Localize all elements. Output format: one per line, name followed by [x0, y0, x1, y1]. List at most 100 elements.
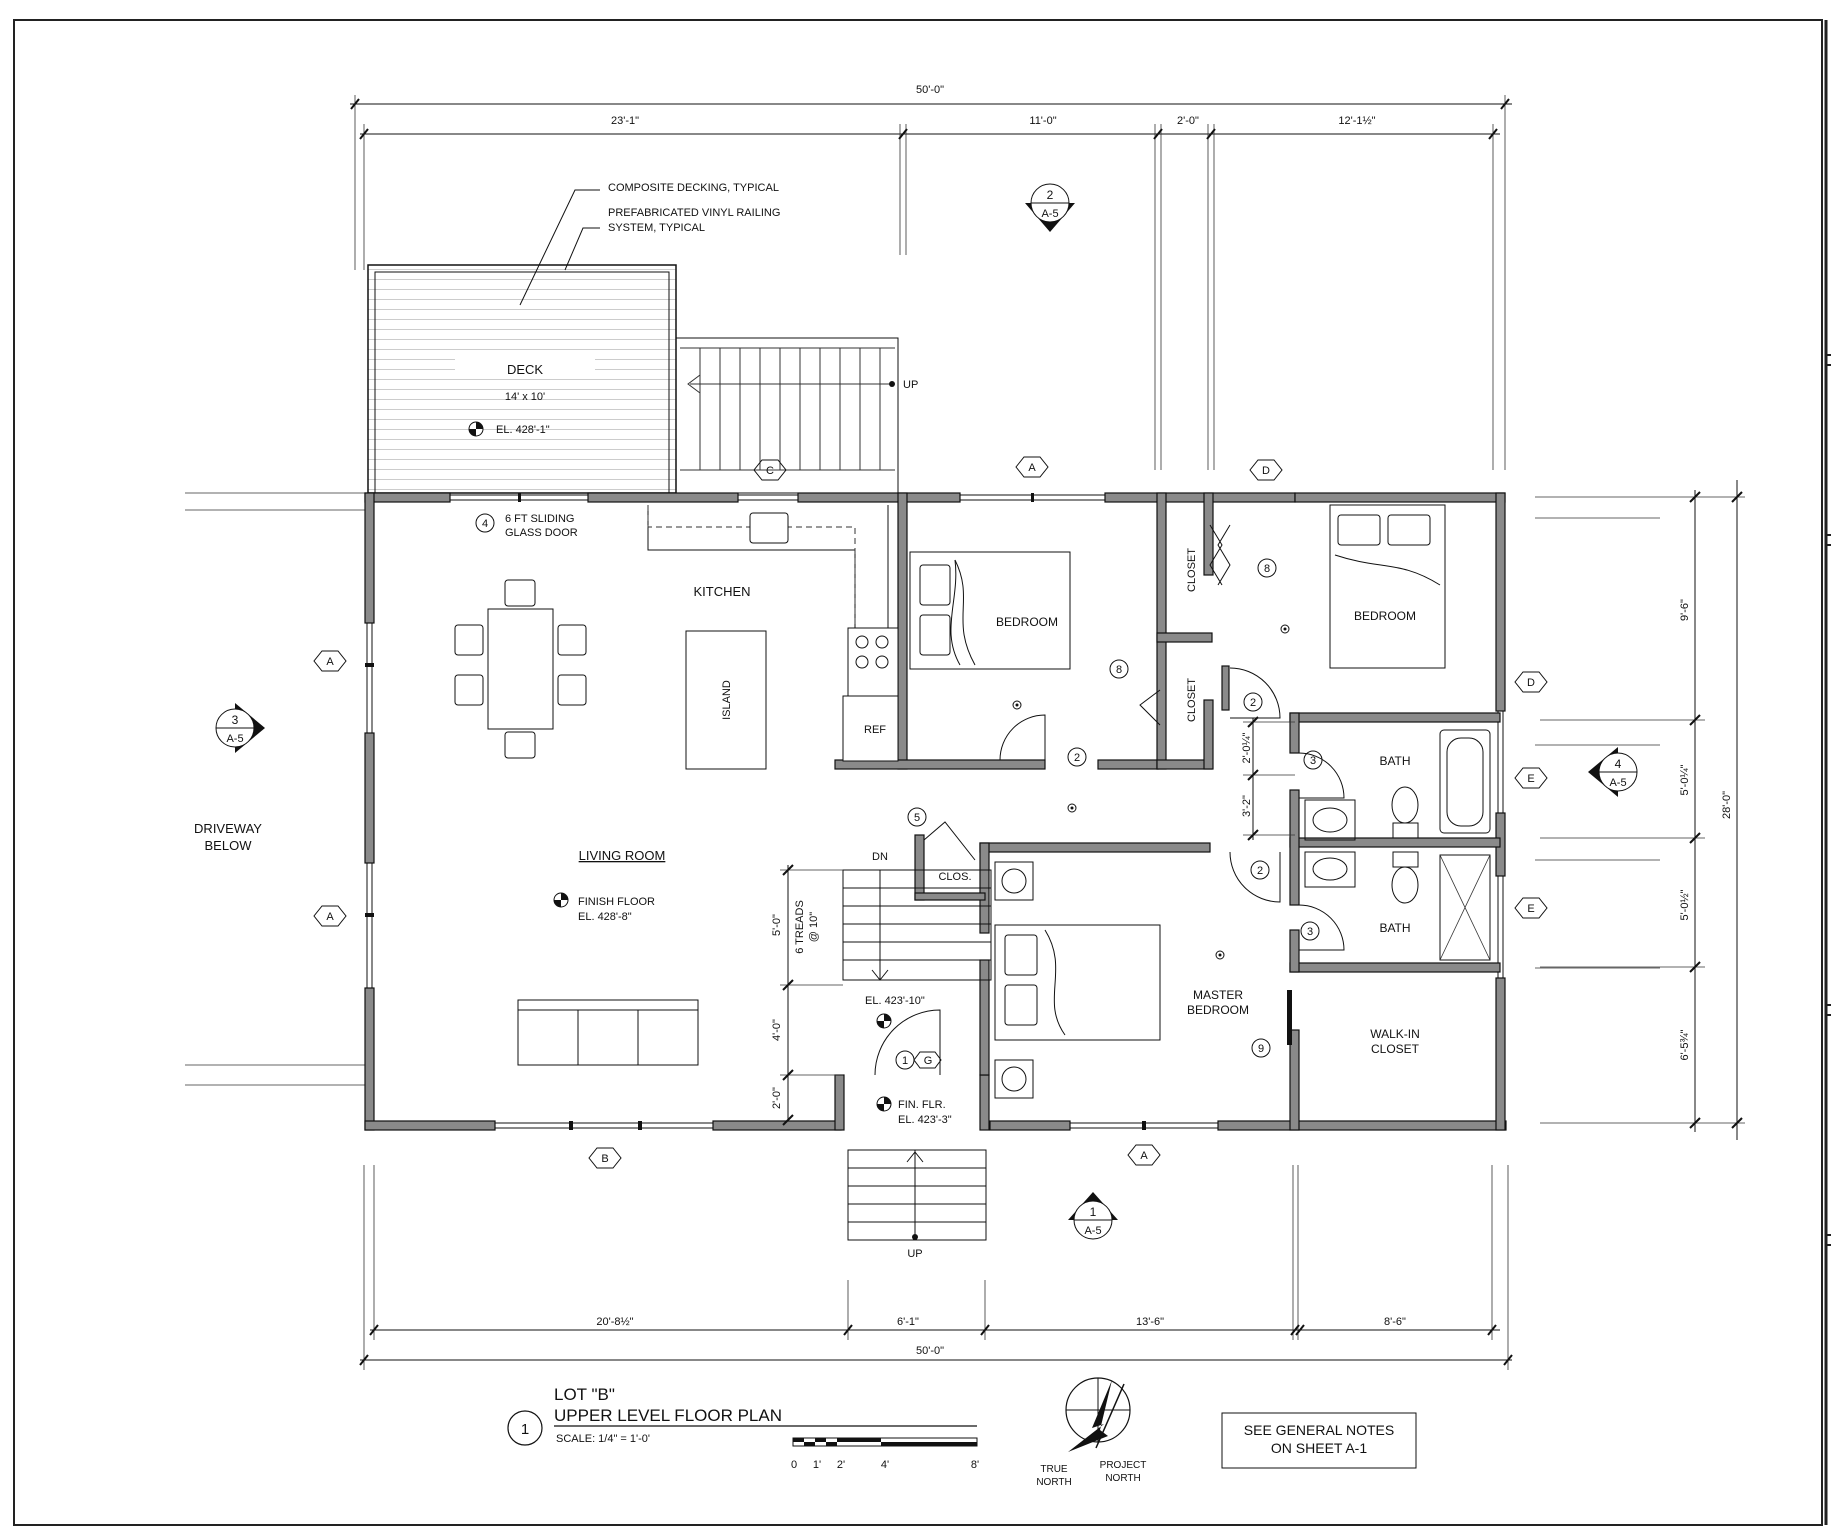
interior-markers — [1067, 803, 1077, 813]
landing-elevation-marker — [876, 1013, 892, 1029]
deck-up-label: UP — [903, 379, 918, 391]
bedroom-2-label: BEDROOM — [1354, 609, 1416, 623]
stair-dimensions: 5'-0" 4'-0" 2'-0" 6 TREADS @ 10" — [771, 864, 843, 1126]
section-1-sheet: A-5 — [1084, 1225, 1101, 1237]
section-2-num: 2 — [1047, 188, 1054, 202]
deck — [367, 264, 899, 494]
note-railing-2: SYSTEM, TYPICAL — [608, 222, 705, 234]
dim-right-1: 9'-6" — [1679, 599, 1691, 621]
deck-leaders — [519, 189, 600, 306]
dining-table — [454, 579, 587, 759]
treads-1: 6 TREADS — [794, 900, 806, 954]
dim-overall-top: 50'-0" — [916, 84, 944, 96]
door-tag-8a: 8 — [1264, 563, 1270, 575]
entry-stair — [847, 1149, 987, 1241]
windows — [366, 494, 1504, 1129]
deck-elevation: EL. 428'-1" — [496, 424, 550, 436]
finish-floor-marker — [553, 892, 569, 908]
dim-bottom-3: 13'-6" — [1136, 1316, 1164, 1328]
note-decking: COMPOSITE DECKING, TYPICAL — [608, 182, 779, 194]
window-tag-a-bottom: A — [1140, 1150, 1148, 1162]
window-tag-b: B — [601, 1153, 608, 1165]
note-railing-1: PREFABRICATED VINYL RAILING — [608, 207, 780, 219]
window-mullions — [365, 493, 1146, 1130]
entry-fin-flr: FIN. FLR. — [898, 1099, 946, 1111]
dim-overall-bottom: 50'-0" — [916, 1345, 944, 1357]
window-tag-c: C — [766, 465, 774, 477]
true-north-2: NORTH — [1036, 1477, 1071, 1488]
sheet-border — [13, 19, 1823, 1526]
window-tags: C A D A A B A D E E — [313, 456, 1548, 1169]
title-strip — [1824, 20, 1831, 1525]
sliding-door-2: GLASS DOOR — [505, 527, 578, 539]
project-north-1: PROJECT — [1100, 1460, 1147, 1471]
closet-b-label: CLOSET — [1186, 678, 1198, 722]
bedroom-1-label: BEDROOM — [996, 615, 1058, 629]
right-dimensions: 9'-6" 5'-0¼" 5'-0½" 6'-5¾" 28'-0" — [1535, 480, 1745, 1140]
deck-elevation-marker — [468, 421, 484, 437]
title-line-1: LOT "B" — [554, 1385, 615, 1404]
living-room-label: LIVING ROOM — [579, 848, 666, 863]
bed-2 — [1329, 504, 1446, 669]
entry-elevation: EL. 423'-3" — [898, 1114, 952, 1126]
scale-ticks: 0 1' 2' 4' 8' — [791, 1459, 979, 1471]
bath-2-label: BATH — [1379, 921, 1410, 935]
dim-bottom-2: 6'-1" — [897, 1316, 919, 1328]
section-4-sheet: A-5 — [1609, 777, 1626, 789]
finish-floor-label: FINISH FLOOR — [578, 896, 655, 908]
driveway-label-2: BELOW — [205, 838, 253, 853]
bath-1-label: BATH — [1379, 754, 1410, 768]
scale-tick-2: 2' — [837, 1459, 845, 1471]
window-tag-d-right: D — [1527, 677, 1535, 689]
island-label: ISLAND — [721, 680, 733, 720]
dim-top-1: 23'-1" — [611, 115, 639, 127]
dim-stair-2: 4'-0" — [771, 1019, 783, 1041]
scale-tick-0: 0 — [791, 1459, 797, 1471]
dim-right-4: 6'-5¾" — [1679, 1029, 1691, 1060]
master-bed — [994, 861, 1161, 1099]
master-label-2: BEDROOM — [1187, 1003, 1249, 1017]
closet-doors — [1139, 524, 1231, 726]
landing-elevation: EL. 423'-10" — [865, 995, 925, 1007]
exterior-walls — [364, 492, 1507, 1131]
bed-1 — [909, 551, 1071, 670]
window-tag-a-left-2: A — [326, 911, 334, 923]
project-north-2: NORTH — [1105, 1473, 1140, 1484]
dim-stair-1: 5'-0" — [771, 914, 783, 936]
kitchen-label: KITCHEN — [693, 584, 750, 599]
dim-bottom-1: 20'-8½" — [596, 1316, 633, 1328]
sofa — [517, 999, 699, 1066]
door-tag-3a: 3 — [1310, 755, 1316, 767]
section-marker-3: 3 A-5 — [215, 703, 265, 753]
top-dimensions: 50'-0" 23'-1" 11'-0" 2'-0" 12'-1½" — [350, 84, 1512, 470]
window-tag-e-1: E — [1527, 773, 1534, 785]
true-north-1: TRUE — [1040, 1464, 1068, 1475]
door-tags: 4 8 8 2 2 2 3 3 5 9 1 G — [475, 513, 1323, 1070]
section-3-sheet: A-5 — [226, 733, 243, 745]
dim-right-3: 5'-0½" — [1679, 889, 1691, 920]
scale-tick-8: 8' — [971, 1459, 979, 1471]
entry-up-label: UP — [907, 1248, 922, 1260]
ref-label: REF — [864, 724, 886, 736]
scale-tick-4: 4' — [881, 1459, 889, 1471]
treads-2: @ 10" — [808, 912, 820, 942]
title-number: 1 — [521, 1421, 529, 1438]
section-1-num: 1 — [1090, 1205, 1097, 1219]
drawing-title: 1 LOT "B" UPPER LEVEL FLOOR PLAN SCALE: … — [507, 1385, 977, 1446]
section-marker-2: 2 A-5 — [1025, 183, 1075, 232]
window-tag-a-left-1: A — [326, 656, 334, 668]
door-tag-8b: 8 — [1116, 664, 1122, 676]
interior-stair — [842, 869, 992, 981]
clos-label: CLOS. — [938, 871, 971, 883]
window-tag-d-top: D — [1262, 465, 1270, 477]
title-scale: SCALE: 1/4" = 1'-0' — [556, 1433, 650, 1445]
walkin-label-2: CLOSET — [1371, 1042, 1420, 1056]
dim-closet-1: 2'-0¼" — [1241, 732, 1253, 763]
window-tag-a-top: A — [1028, 462, 1036, 474]
door-tag-9: 9 — [1258, 1043, 1264, 1055]
stair-dn-label: DN — [872, 851, 888, 863]
door-tag-2c: 2 — [1257, 865, 1263, 877]
section-marker-1: 1 A-5 — [1068, 1192, 1118, 1240]
dim-top-3: 2'-0" — [1177, 115, 1199, 127]
bottom-dimensions: 20'-8½" 6'-1" 13'-6" 8'-6" 50'-0" — [359, 1165, 1513, 1370]
